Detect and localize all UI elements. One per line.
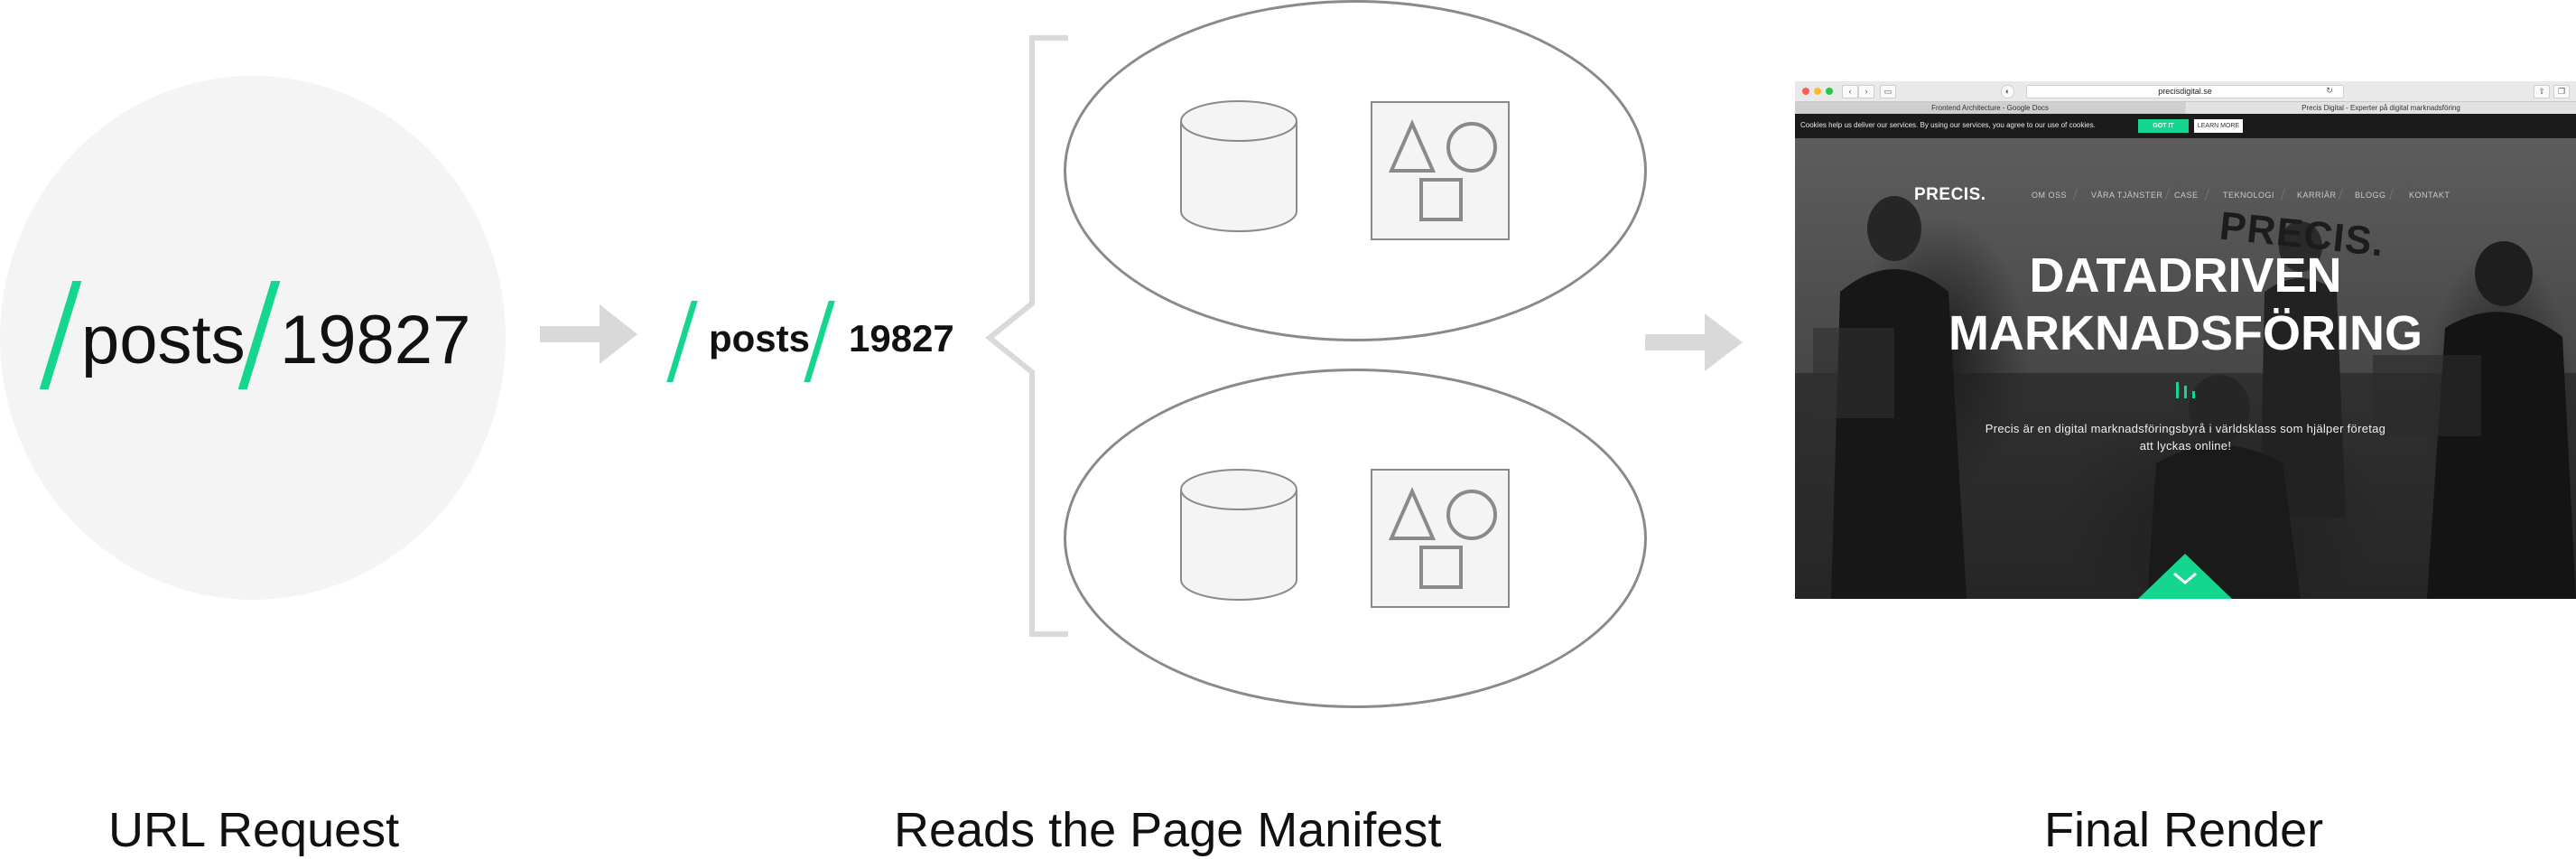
manifest-entry-top (1064, 0, 1647, 341)
share-icon[interactable]: ⇧ (2534, 85, 2550, 98)
privacy-icon[interactable]: ◐ (2001, 85, 2014, 98)
database-icon (1180, 469, 1297, 601)
scroll-down-button[interactable] (2138, 554, 2232, 599)
caption-url-request: URL Request (108, 803, 400, 857)
arrow-right-icon (1645, 313, 1743, 371)
shapes-icon (1388, 119, 1497, 221)
tab-precis[interactable]: Precis Digital - Experter på digital mar… (2186, 102, 2576, 114)
office-photo (1795, 196, 2576, 599)
nav-link-kontakt[interactable]: KONTAKT (2409, 191, 2450, 200)
nav-link-tjanster[interactable]: VÅRA TJÄNSTER (2091, 191, 2163, 200)
manifest-segment-id: 19827 (849, 317, 954, 359)
browser-titlebar: ‹ › ▭ ◐ precisdigital.se ↻ ⇧ ❐ (1795, 81, 2576, 102)
tab-google-docs[interactable]: Frontend Architecture - Google Docs (1795, 102, 2185, 114)
cookie-accept-button[interactable]: GOT IT (2138, 119, 2189, 133)
maximize-window-icon[interactable] (1826, 88, 1833, 95)
hero-subtitle: Precis är en digital marknadsföringsbyrå… (1795, 420, 2576, 454)
hero-subtitle-line-1: Precis är en digital marknadsföringsbyrå… (1985, 422, 2386, 435)
minimize-window-icon[interactable] (1814, 88, 1821, 95)
nav-link-karriar[interactable]: KARRIÄR (2297, 191, 2337, 200)
hero-heading-line-2: MARKNADSFÖRING (1948, 306, 2423, 360)
site-logo[interactable]: PRECIS. (1914, 185, 1986, 204)
caption-page-manifest: Reads the Page Manifest (894, 803, 1442, 857)
manifest-entry-bottom (1064, 369, 1647, 708)
browser-window: ‹ › ▭ ◐ precisdigital.se ↻ ⇧ ❐ Frontend … (1795, 81, 2576, 599)
hero-heading-line-1: DATADRIVEN (2029, 248, 2342, 303)
hero-subtitle-line-2: att lyckas online! (2139, 439, 2232, 453)
reload-icon[interactable]: ↻ (2326, 86, 2333, 95)
tabs-overview-icon[interactable]: ❐ (2553, 85, 2570, 98)
nav-link-blogg[interactable]: BLOGG (2355, 191, 2386, 200)
manifest-segment-posts: posts (709, 317, 811, 359)
url-segment-id: 19827 (280, 302, 471, 378)
sidebar-icon[interactable]: ▭ (1880, 85, 1896, 98)
database-icon (1180, 100, 1297, 232)
tab-bar: Frontend Architecture - Google Docs Prec… (1795, 102, 2576, 114)
manifest-slash-1 (666, 301, 698, 382)
bracket-icon (985, 35, 1068, 637)
nav-link-case[interactable]: CASE (2174, 191, 2199, 200)
caption-final-render: Final Render (2044, 803, 2324, 857)
back-icon[interactable]: ‹ (1842, 85, 1858, 98)
bars-icon (2176, 382, 2195, 398)
url-segment-posts: posts (81, 302, 246, 378)
nav-link-teknologi[interactable]: TEKNOLOGI (2223, 191, 2275, 200)
cookie-banner: Cookies help us deliver our services. By… (1795, 114, 2576, 138)
shapes-icon (1388, 487, 1497, 589)
hero-heading: DATADRIVEN MARKNADSFÖRING (1795, 247, 2576, 362)
address-bar[interactable]: precisdigital.se (2026, 85, 2344, 98)
hero-section: PRECIS. PRECIS. OM OSS VÅRA TJÄNSTER CAS… (1795, 138, 2576, 599)
cookie-text: Cookies help us deliver our services. By… (1800, 121, 2096, 129)
forward-icon[interactable]: › (1858, 85, 1874, 98)
arrow-right-icon (540, 304, 637, 364)
close-window-icon[interactable] (1802, 88, 1809, 95)
cookie-learn-more-button[interactable]: LEARN MORE (2194, 119, 2243, 133)
nav-link-om-oss[interactable]: OM OSS (2032, 191, 2068, 200)
